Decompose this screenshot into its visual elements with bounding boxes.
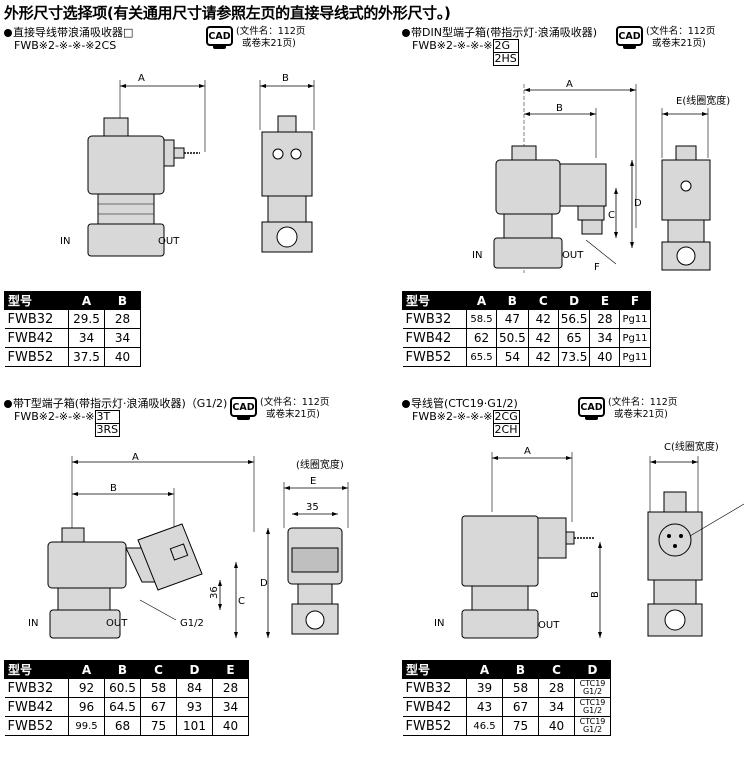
dim-b-label: B (282, 73, 289, 84)
dim-b-label: B (556, 103, 563, 114)
drawing-din-terminal-side: E(线圈宽度) (650, 94, 744, 274)
dim-c-label: C (608, 210, 615, 221)
section-direct-lead: 直接导线带浪涌吸收器□ FWB※2-※-※-※2CS (4, 26, 133, 52)
section-title: 导线管(CTC19·G1/2) (411, 397, 518, 410)
drawing-conduit: A B IN OUT (404, 442, 614, 642)
drawing-conduit-side: C(线圈宽度) (636, 440, 744, 640)
cad-reference-3[interactable]: CAD (文件名：112页或卷末21页) (230, 397, 329, 421)
dim-e-label: E(线圈宽度) (676, 94, 730, 107)
cad-reference-2[interactable]: CAD (文件名：112页或卷末21页) (616, 26, 715, 50)
dim-d-label: D (634, 198, 642, 209)
model-code: FWB※2-※-※-※2CS (14, 39, 117, 52)
out-port-label: OUT (538, 620, 560, 631)
bullet-icon (402, 28, 410, 37)
out-port-label: OUT (106, 618, 128, 629)
g12-label: G1/2 (180, 618, 204, 629)
drawing-t-terminal: A B 36 C D G1/2 IN OUT (24, 452, 284, 642)
dim-b-label: B (590, 591, 601, 598)
cad-icon: CAD (206, 26, 233, 49)
cad-icon: CAD (616, 26, 643, 49)
dim-c-label: C(线圈宽度) (664, 440, 719, 453)
drawing-direct-lead: IN OUT A (60, 70, 230, 270)
cad-icon: CAD (578, 397, 605, 420)
out-port-label: OUT (158, 236, 180, 247)
drawing-din-terminal: A B C D F IN OUT (466, 78, 646, 278)
bullet-icon (4, 399, 12, 408)
model-code: FWB※2-※-※-※ (14, 410, 95, 423)
dim-36-label: 36 (209, 586, 220, 599)
in-port-label: IN (28, 618, 38, 629)
drawing-direct-lead-side: B (250, 70, 330, 260)
dim-e-label: E (310, 476, 316, 487)
dim-c-label: C (238, 596, 245, 607)
in-port-label: IN (472, 250, 482, 261)
dim-a-label: A (132, 452, 139, 463)
coil-width-label: (线圈宽度) (296, 458, 344, 471)
drawing-t-terminal-side: (线圈宽度) E 35 (278, 458, 358, 640)
dim-b-label: B (110, 483, 117, 494)
cad-reference-1[interactable]: CAD (文件名：112页或卷末21页) (206, 26, 305, 50)
dim-a-label: A (138, 73, 145, 84)
model-code: FWB※2-※-※-※ (412, 39, 493, 52)
cad-icon: CAD (230, 397, 257, 420)
dim-35-label: 35 (306, 502, 319, 513)
section-title: 带T型端子箱(带指示灯·浪涌吸收器)（G1/2) (13, 397, 228, 410)
dim-a-label: A (566, 79, 573, 90)
model-code: FWB※2-※-※-※ (412, 410, 493, 423)
section-title: 直接导线带浪涌吸收器□ (13, 26, 134, 39)
page-title: 外形尺寸选择项(有关通用尺寸请参照左页的直接导线式的外形尺寸。) (4, 4, 451, 22)
dim-a-label: A (524, 446, 531, 457)
bullet-icon (402, 399, 410, 408)
out-port-label: OUT (562, 250, 584, 261)
bullet-icon (4, 28, 12, 37)
cad-reference-4[interactable]: CAD (文件名：112页或卷末21页) (578, 397, 677, 421)
section-title: 带DIN型端子箱(带指示灯·浪涌吸收器) (411, 26, 598, 39)
in-port-label: IN (434, 618, 444, 629)
in-port-label: IN (60, 236, 70, 247)
dim-f-label: F (594, 262, 600, 273)
dim-d-label: D (260, 578, 268, 589)
